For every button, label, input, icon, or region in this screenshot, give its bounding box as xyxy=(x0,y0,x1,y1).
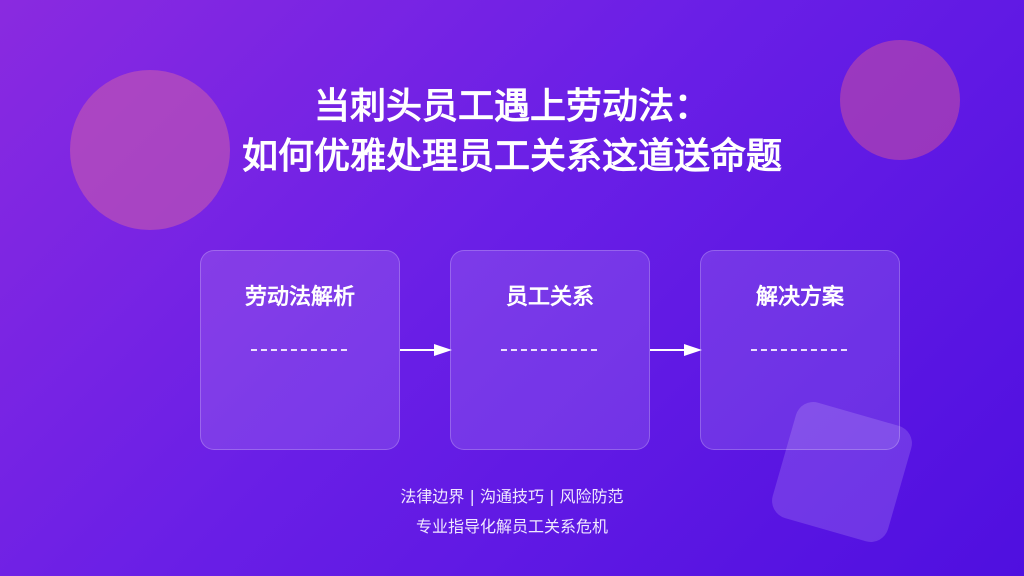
card-title: 解决方案 xyxy=(755,285,844,310)
decorative-circle-left xyxy=(70,70,230,230)
card-title: 员工关系 xyxy=(505,285,594,310)
card-labor-law: 劳动法解析 xyxy=(200,250,400,450)
card-solutions: 解决方案 xyxy=(700,250,900,450)
decorative-circle-right xyxy=(840,40,960,160)
dashed-divider xyxy=(251,349,347,351)
footer-keywords: 法律边界 | 沟通技巧 | 风险防范 xyxy=(400,487,624,506)
footer-tagline: 专业指导化解员工关系危机 xyxy=(415,517,608,536)
slide-title-line1: 当刺头员工遇上劳动法： xyxy=(313,86,710,127)
dashed-divider xyxy=(751,349,847,351)
arrow-right-icon xyxy=(650,344,702,356)
dashed-divider xyxy=(501,349,597,351)
arrow-right-icon xyxy=(400,344,452,356)
card-title: 劳动法解析 xyxy=(244,285,355,310)
slide-title-line2: 如何优雅处理员工关系这道送命题 xyxy=(241,136,782,177)
card-employee-relations: 员工关系 xyxy=(450,250,650,450)
